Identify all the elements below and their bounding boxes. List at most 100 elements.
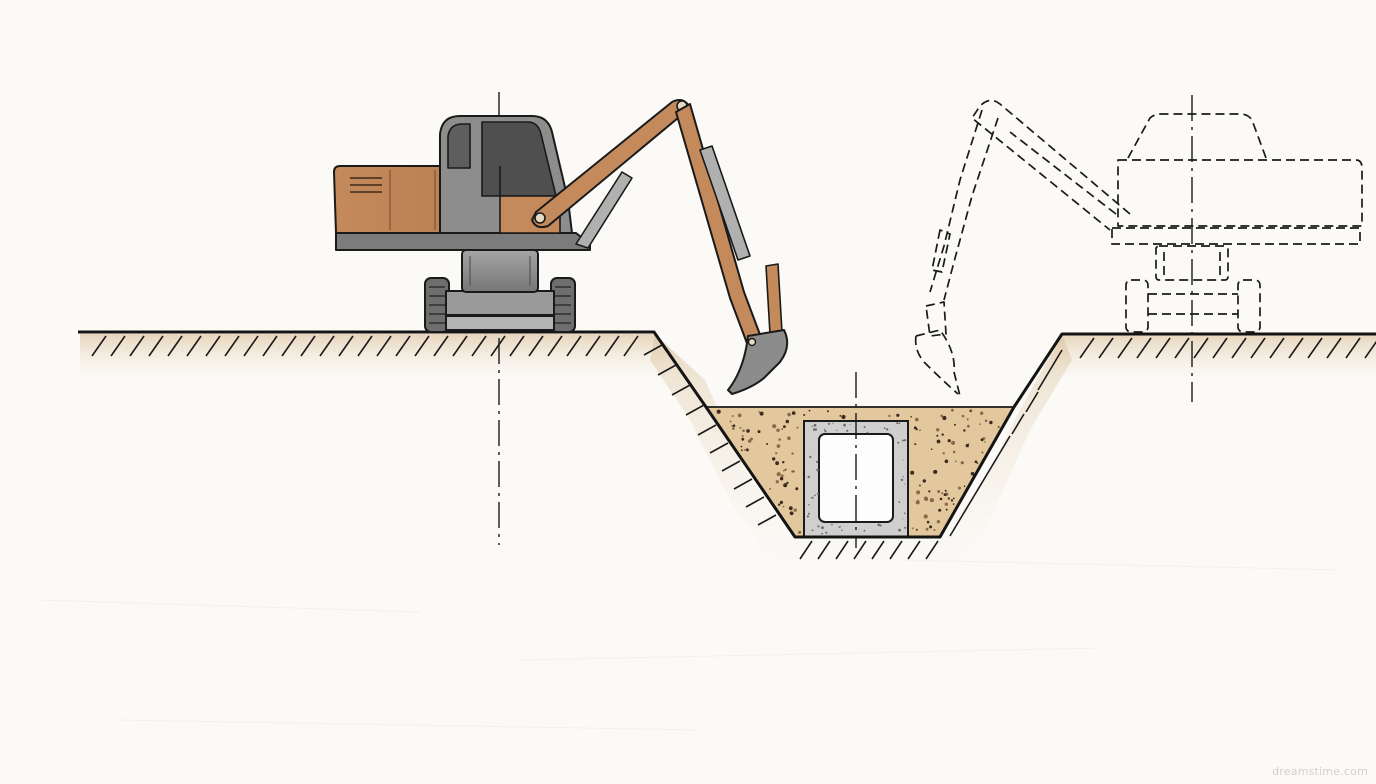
cab-side-window: [447, 123, 471, 169]
hatch-mark: [1011, 413, 1025, 435]
hatch-mark: [357, 335, 373, 357]
sand-grain: [798, 530, 802, 534]
concrete-grain: [843, 423, 846, 427]
hatch-mark: [528, 335, 544, 357]
sand-grain: [789, 511, 794, 516]
hatch-mark: [433, 335, 449, 357]
sand-grain: [783, 469, 785, 472]
sand-grain: [783, 425, 786, 428]
sand-grain: [778, 438, 781, 441]
sand-grain: [938, 508, 942, 512]
sand-grain: [911, 527, 914, 530]
concrete-grain: [811, 529, 814, 532]
hatch-mark: [1037, 369, 1051, 391]
concrete-grain: [824, 430, 827, 433]
sand-grain: [914, 443, 917, 446]
sand-grain: [929, 498, 935, 503]
sand-grain: [739, 426, 742, 429]
sand-grain: [896, 413, 900, 417]
hatch-mark: [733, 478, 753, 490]
sand-grain: [781, 428, 784, 430]
sand-grain: [967, 443, 970, 445]
hatch-mark: [721, 460, 741, 472]
sand-grain: [928, 490, 931, 493]
concrete-grain: [841, 529, 843, 531]
concrete-grain: [896, 422, 899, 425]
sand-grain: [785, 419, 789, 424]
sand-grain: [954, 423, 956, 426]
sand-grain: [984, 419, 988, 423]
sand-grain: [915, 500, 920, 505]
concrete-grain: [832, 422, 834, 424]
hatch-mark: [1326, 337, 1342, 359]
excavator-bucket: [727, 329, 789, 395]
hatch-mark: [685, 404, 705, 416]
concrete-grain: [831, 523, 833, 526]
sand-grain: [961, 414, 965, 418]
concrete-grain: [816, 468, 819, 472]
concrete-grain: [903, 512, 906, 514]
sand-grain: [965, 443, 969, 448]
excavator-tracks: [424, 277, 576, 333]
soil-shading: [80, 334, 1376, 575]
hatch-mark: [110, 335, 126, 357]
concrete-grain: [828, 422, 831, 425]
sand-grain: [989, 420, 993, 425]
sand-grain: [795, 487, 799, 491]
concrete-grain: [902, 476, 904, 478]
hatch-mark: [1250, 337, 1266, 359]
sand-grain: [758, 411, 761, 413]
sand-grain: [732, 424, 736, 428]
hatch-mark: [243, 335, 259, 357]
sand-grain: [716, 409, 721, 414]
hatch-mark: [281, 335, 297, 357]
sand-grain: [759, 411, 764, 416]
concrete-grain: [877, 523, 880, 527]
sand-grain: [841, 414, 846, 420]
sand-grain: [782, 461, 785, 464]
sand-grain: [923, 496, 928, 501]
sand-grain: [784, 468, 787, 471]
hatch-mark: [224, 335, 240, 357]
sand-grain: [780, 474, 784, 478]
sand-grain: [787, 412, 791, 417]
sand-speckles: [716, 408, 1000, 534]
sand-grain: [779, 477, 784, 481]
sand-grain: [737, 413, 742, 418]
sand-grain: [749, 437, 753, 441]
sand-grain: [743, 449, 746, 451]
hatch-mark: [129, 335, 145, 357]
sand-grain: [980, 438, 984, 442]
sand-grain: [963, 485, 966, 488]
excavator-boom: [531, 99, 691, 229]
excavator-ghost: [914, 99, 1363, 397]
sand-grain: [839, 415, 842, 417]
sand-grain: [729, 420, 732, 423]
sand-grain: [941, 492, 944, 495]
boom-cylinder: [575, 171, 633, 249]
concrete-grain: [836, 429, 838, 431]
sand-grain: [942, 452, 945, 455]
hatch-mark: [643, 344, 663, 356]
concrete-grain: [817, 525, 820, 528]
concrete-grain: [814, 428, 818, 431]
sand-grain: [775, 480, 779, 484]
hatch-mark: [1269, 337, 1285, 359]
sand-grain: [941, 433, 944, 436]
excavator: [333, 99, 789, 395]
hatch-mark: [835, 540, 849, 560]
concrete-grain: [811, 496, 814, 499]
watermark-text: dreamstime.com: [1272, 765, 1368, 778]
paper-texture: [39, 559, 1341, 731]
concrete-grain: [840, 526, 842, 528]
hatch-mark: [671, 384, 691, 396]
sand-grain: [741, 449, 743, 452]
concrete-grain: [879, 524, 882, 527]
hatch-mark: [585, 335, 601, 357]
sand-grain: [779, 500, 784, 504]
stick-cylinder: [699, 145, 751, 261]
sand-grain: [958, 486, 961, 490]
sand-grain: [936, 439, 941, 444]
sand-grain: [979, 423, 981, 425]
